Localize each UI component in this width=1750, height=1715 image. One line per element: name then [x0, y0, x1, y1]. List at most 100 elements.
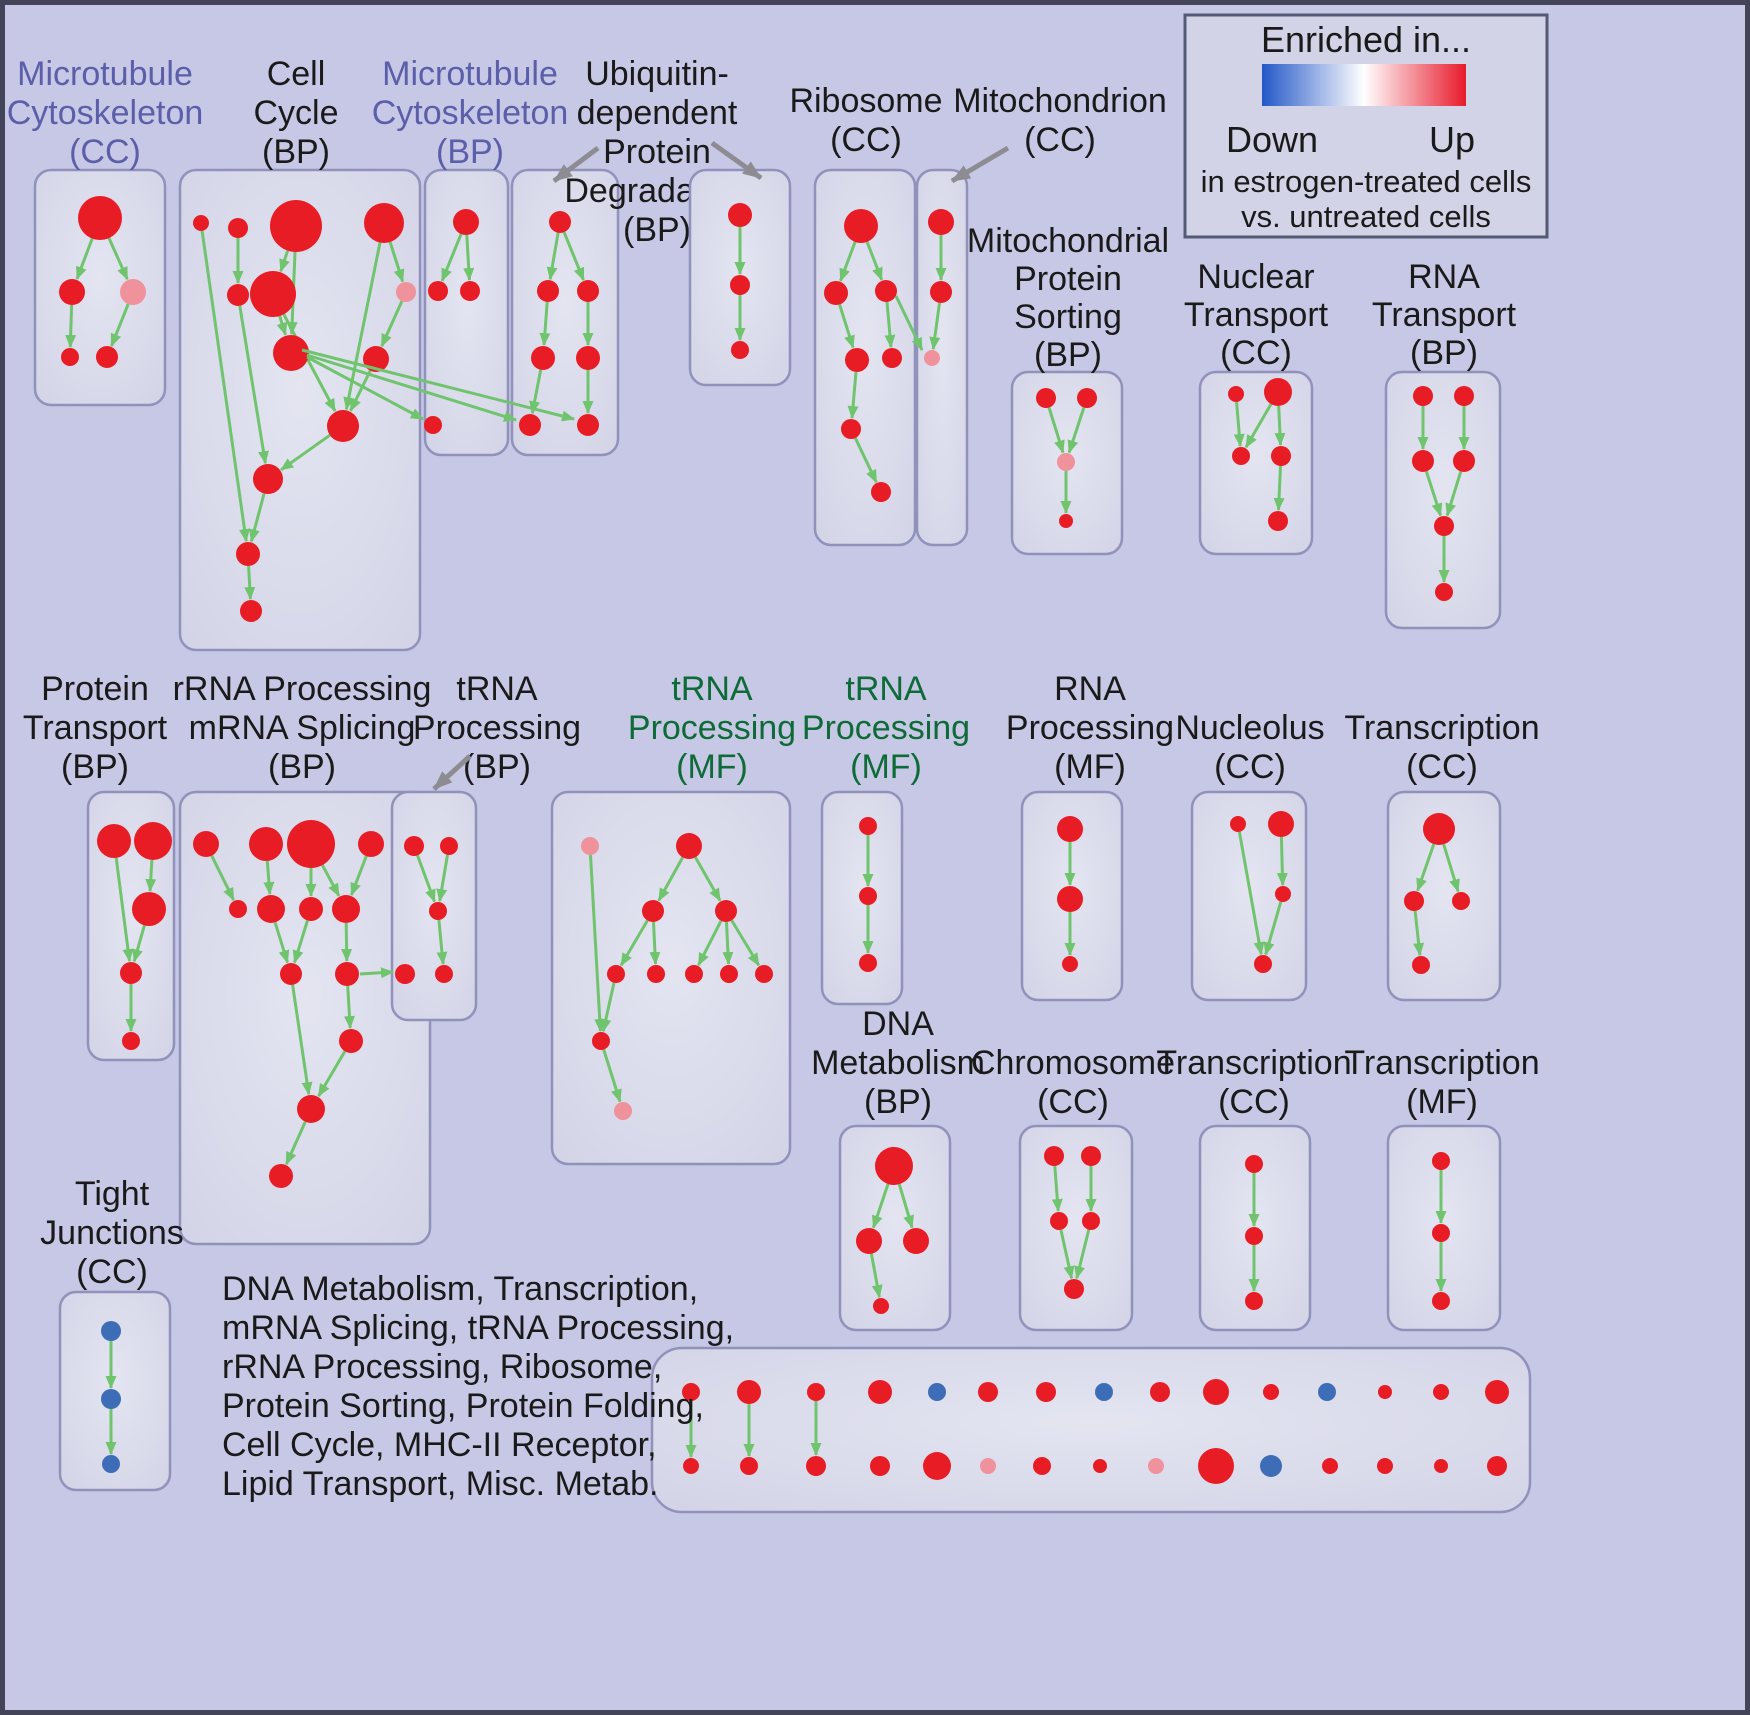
go-term-node-red	[249, 827, 283, 861]
cluster-label-line: (CC)	[830, 121, 902, 159]
go-term-node-red	[824, 281, 848, 305]
label-callout-arrow	[710, 140, 763, 181]
cluster-label-line: (MF)	[676, 748, 748, 786]
shared-terms-note-line: mRNA Splicing, tRNA Processing,	[222, 1309, 734, 1347]
cluster-label-line: (CC)	[69, 133, 141, 171]
go-term-node-red	[537, 280, 559, 302]
edge-arrow	[619, 919, 649, 967]
edge-arrow	[1067, 407, 1086, 454]
go-term-node-red	[875, 1147, 913, 1185]
cluster-label-line: (BP)	[463, 748, 531, 786]
cluster-label-line: (BP)	[1410, 334, 1478, 372]
go-term-node-red	[740, 1457, 758, 1475]
edge-arrow	[871, 1183, 890, 1229]
go-term-node-pink	[1057, 453, 1075, 471]
edge-arrow	[210, 855, 235, 901]
cluster-label-line: Cytoskeleton	[7, 94, 204, 132]
cluster-box	[915, 168, 969, 547]
edge-arrow	[280, 433, 331, 472]
cluster-label-line: Tight	[75, 1175, 150, 1213]
edge-arrow	[929, 302, 941, 351]
go-term-node-red	[1412, 956, 1430, 974]
go-term-node-red	[1150, 1382, 1170, 1402]
go-term-node-red	[577, 414, 599, 436]
go-term-node-red	[1434, 516, 1454, 536]
cluster-label-line: dependent	[577, 94, 738, 132]
edge-arrow	[838, 304, 855, 349]
go-term-node-red	[453, 209, 479, 235]
label-callout-arrow	[432, 754, 472, 791]
cluster-label-line: Cell	[267, 55, 326, 93]
cluster-label: Mitochondrion(CC)	[953, 82, 1167, 159]
go-term-node-red	[1232, 447, 1250, 465]
go-term-node-red	[844, 209, 878, 243]
go-term-node-red	[1093, 1459, 1107, 1473]
cluster-label-line: Nuclear	[1197, 258, 1314, 296]
go-term-node-red	[1404, 891, 1424, 911]
edge-arrow	[263, 860, 275, 895]
edge-arrow	[730, 919, 761, 967]
go-term-node-red	[280, 963, 302, 985]
go-term-node-red	[1268, 811, 1294, 837]
go-term-node-red	[1275, 886, 1291, 902]
go-term-node-red	[519, 414, 541, 436]
go-term-node-red	[1454, 386, 1474, 406]
cluster-nucleolus-cc: Nucleolus(CC)	[1175, 709, 1325, 1002]
cross-cluster-edge-arrow	[359, 967, 394, 979]
edge-arrow	[321, 864, 341, 897]
shared-terms-note-line: Lipid Transport, Misc. Metab.	[222, 1465, 659, 1503]
label-callout-arrow	[950, 145, 1010, 184]
go-term-node-red	[856, 1228, 882, 1254]
go-term-node-red	[1245, 1155, 1263, 1173]
legend-subtitle-line1: in estrogen-treated cells	[1201, 164, 1532, 199]
edge-arrow	[562, 231, 585, 281]
shared-terms-note-line: Protein Sorting, Protein Folding,	[222, 1387, 704, 1425]
go-term-node-red	[1432, 1152, 1450, 1170]
edge-arrow	[1059, 1229, 1075, 1280]
go-term-node-red	[229, 900, 247, 918]
edge-arrow	[145, 859, 157, 892]
go-term-node-red	[871, 482, 891, 502]
go-term-node-red	[1077, 388, 1097, 408]
cluster-label-line: (CC)	[76, 1253, 148, 1291]
go-term-node-red	[1062, 956, 1078, 972]
legend-box	[1183, 13, 1549, 239]
go-term-node-red	[1059, 514, 1073, 528]
cluster-label-line: Ribosome	[789, 82, 942, 120]
go-term-node-red	[928, 209, 954, 235]
cluster-label: Transcription(CC)	[1156, 1044, 1351, 1121]
cluster-label-line: tRNA	[671, 670, 753, 708]
go-term-node-red	[720, 965, 738, 983]
edge-arrow	[869, 1253, 883, 1299]
go-term-node-red	[685, 965, 703, 983]
go-term-node-red	[120, 962, 142, 984]
edge-arrow	[292, 920, 309, 964]
edge-arrow	[539, 301, 551, 346]
go-term-node-red	[358, 831, 384, 857]
edge-arrow	[110, 303, 130, 347]
edge-arrow	[244, 565, 256, 600]
edge-arrow	[349, 855, 368, 896]
edge-arrow	[200, 230, 250, 543]
cluster-label-line: (BP)	[864, 1083, 932, 1121]
edge-arrow	[380, 300, 404, 348]
go-term-node-red	[859, 887, 877, 905]
go-term-node-red	[440, 837, 458, 855]
go-term-node-red	[1423, 813, 1455, 845]
go-term-node-red	[1433, 1384, 1449, 1400]
go-term-node-pink	[1148, 1458, 1164, 1474]
edge-arrow	[1273, 465, 1285, 511]
edge-arrow	[75, 238, 94, 280]
cluster-label-line: Chromosome	[971, 1044, 1175, 1082]
cluster-label-line: Transport	[1372, 296, 1517, 334]
